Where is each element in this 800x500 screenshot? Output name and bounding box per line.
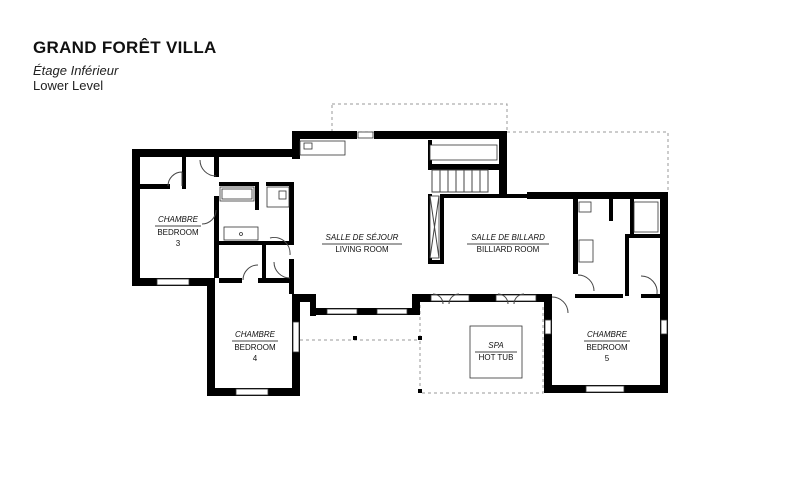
room-label-spa: SPA HOT TUB [475, 341, 517, 362]
room-label-bedroom-5: CHAMBRE BEDROOM 5 [584, 330, 630, 363]
page-title: GRAND FORÊT VILLA [33, 38, 217, 57]
room-label-living: SALLE DE SÉJOUR LIVING ROOM [322, 233, 402, 254]
exterior-walls [132, 131, 668, 396]
doors [167, 159, 658, 314]
billiard-room-label-en: BILLIARD ROOM [477, 245, 540, 254]
bedroom-5-label-fr: CHAMBRE [587, 330, 628, 339]
stairs [431, 169, 489, 193]
spa-label-fr: SPA [488, 341, 503, 350]
living-room-label-fr: SALLE DE SÉJOUR [326, 233, 399, 242]
living-room-label-en: LIVING ROOM [335, 245, 389, 254]
level-subtitle-english: Lower Level [33, 78, 104, 93]
bedroom-5-label-en: BEDROOM [586, 343, 628, 352]
bedroom-4-label-fr: CHAMBRE [235, 330, 276, 339]
bedroom-4-number: 4 [253, 354, 258, 363]
interior-walls [140, 140, 662, 298]
billiard-room-label-fr: SALLE DE BILLARD [471, 233, 545, 242]
room-label-bedroom-4: CHAMBRE BEDROOM 4 [232, 330, 278, 363]
bedroom-3-label-en: BEDROOM [157, 228, 199, 237]
bedroom-5-number: 5 [605, 354, 610, 363]
fixtures [219, 140, 659, 379]
bedroom-4-label-en: BEDROOM [234, 343, 276, 352]
windows [156, 131, 668, 396]
room-label-bedroom-3: CHAMBRE BEDROOM 3 [155, 215, 201, 248]
bedroom-3-label-fr: CHAMBRE [158, 215, 199, 224]
room-label-billiard: SALLE DE BILLARD BILLIARD ROOM [467, 233, 549, 254]
spa-label-en: HOT TUB [479, 353, 514, 362]
level-subtitle-french: Étage Inférieur [33, 63, 119, 78]
bedroom-3-number: 3 [176, 239, 181, 248]
